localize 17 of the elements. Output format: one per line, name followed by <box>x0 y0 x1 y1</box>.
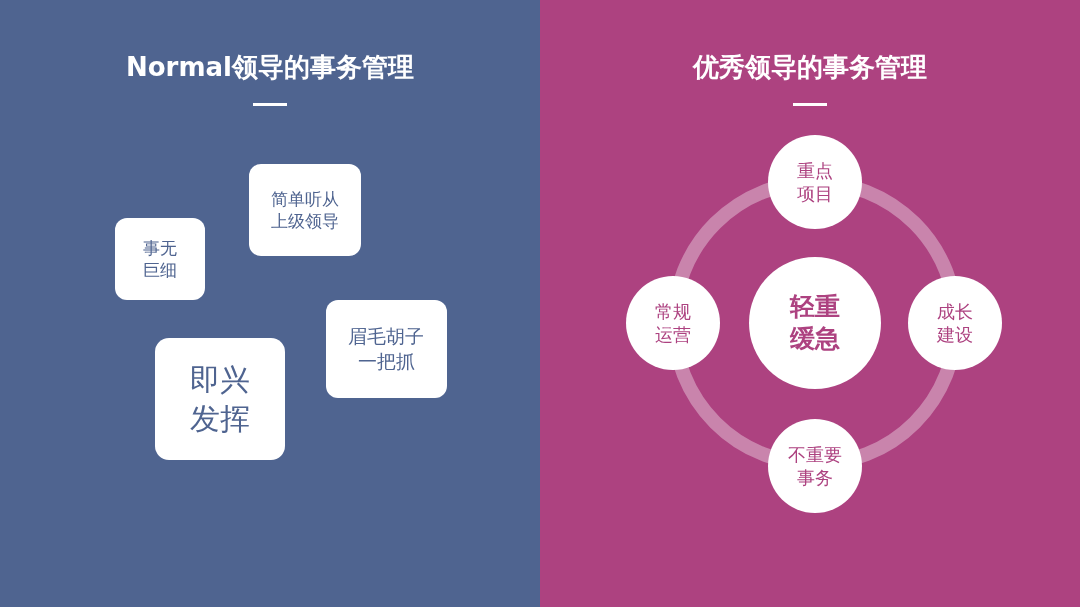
node-text: 事无巨细 <box>142 236 178 282</box>
node-text: 简单听从上级领导 <box>270 187 340 233</box>
node-text: 不重要事务 <box>787 442 843 490</box>
node-text: 即兴发挥 <box>189 361 251 438</box>
panel-title: 优秀领导的事务管理 <box>691 51 928 84</box>
rounded-box <box>115 218 205 300</box>
rounded-box <box>155 338 285 460</box>
rounded-box <box>326 300 447 398</box>
panel-title: Normal领导的事务管理 <box>125 51 415 84</box>
node-text: 轻重缓急 <box>788 290 841 355</box>
rounded-box <box>249 164 361 256</box>
node-text: 眉毛胡子一把抓 <box>347 324 426 374</box>
node-text: 成长建设 <box>936 299 974 347</box>
node-text: 常规运营 <box>654 299 692 347</box>
panel-background <box>540 0 1080 607</box>
node-text: 重点项目 <box>796 158 834 206</box>
panel-background <box>0 0 540 607</box>
